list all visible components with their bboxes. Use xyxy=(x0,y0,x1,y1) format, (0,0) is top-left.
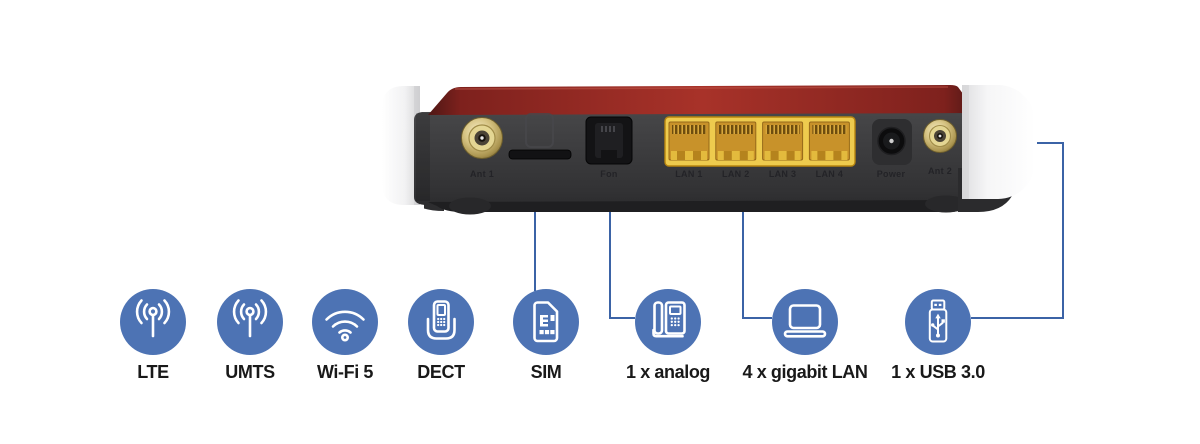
feature-label: 1 x USB 3.0 xyxy=(891,362,985,382)
router-left-cap xyxy=(382,86,420,205)
feature-row: LTE UMTS Wi-Fi 5 xyxy=(120,289,986,382)
connector-lan xyxy=(742,196,772,319)
port-label-ant2: Ant 2 xyxy=(928,166,952,176)
rubber-foot-left xyxy=(449,197,491,215)
lan-port-4 xyxy=(808,121,850,161)
feature-analog: 1 x analog xyxy=(626,289,710,382)
feature-usb3: 1 x USB 3.0 xyxy=(891,289,986,382)
lan-port-3 xyxy=(762,121,804,161)
rubber-foot-right xyxy=(925,195,967,213)
feature-label: 4 x gigabit LAN xyxy=(742,362,867,382)
router-red-band xyxy=(428,85,977,115)
feature-gigabit-lan: 4 x gigabit LAN xyxy=(742,289,868,382)
port-label-ant1: Ant 1 xyxy=(470,169,494,179)
feature-wifi5: Wi-Fi 5 xyxy=(312,289,378,382)
laptop-icon xyxy=(783,304,827,338)
wifi-icon xyxy=(325,310,365,342)
port-label-lan2: LAN 2 xyxy=(722,169,750,179)
feature-label: 1 x analog xyxy=(626,362,710,382)
feature-label: LTE xyxy=(137,362,169,382)
usb-stick-icon xyxy=(928,299,948,343)
antenna-connector-2 xyxy=(923,119,957,153)
connector-analog xyxy=(609,196,635,319)
antenna-connector-1 xyxy=(461,117,503,159)
fon-port xyxy=(585,116,633,165)
red-band-highlight xyxy=(454,86,949,90)
lan-port-2 xyxy=(715,121,757,161)
cellular-antenna-icon xyxy=(135,299,171,338)
port-label-lan1: LAN 1 xyxy=(675,169,703,179)
feature-lte: LTE xyxy=(120,289,186,382)
feature-umts: UMTS xyxy=(217,289,283,382)
connector-lines xyxy=(534,142,1064,319)
sim-emblem xyxy=(525,113,554,148)
power-jack xyxy=(872,119,912,165)
feature-label: UMTS xyxy=(225,362,275,382)
feature-sim: SIM xyxy=(513,289,579,382)
cordless-phone-icon xyxy=(426,300,456,340)
feature-label: SIM xyxy=(531,362,562,382)
lan-port-block xyxy=(664,116,856,167)
desk-phone-icon xyxy=(652,301,686,338)
connector-usb xyxy=(971,142,1064,319)
feature-dect: DECT xyxy=(408,289,474,382)
sim-slot xyxy=(508,149,572,160)
router-rear-view: Ant 1 Fon LAN 1 LAN 2 LAN 3 LAN 4 Power … xyxy=(382,85,1035,215)
lan-port-1 xyxy=(668,121,710,161)
body-left-shade xyxy=(416,113,430,201)
router-right-cap xyxy=(962,85,1035,199)
port-label-power: Power xyxy=(877,169,906,179)
sim-card-icon xyxy=(533,301,559,343)
port-label-lan4: LAN 4 xyxy=(816,169,844,179)
right-cap-shade xyxy=(962,85,969,199)
feature-circle xyxy=(772,289,838,355)
feature-label: DECT xyxy=(417,362,465,382)
feature-circle xyxy=(635,289,701,355)
port-label-lan3: LAN 3 xyxy=(769,169,797,179)
router-bottom-face xyxy=(428,200,972,212)
feature-label: Wi-Fi 5 xyxy=(317,362,373,382)
port-labels: Ant 1 Fon LAN 1 LAN 2 LAN 3 LAN 4 Power … xyxy=(470,166,952,179)
port-label-fon: Fon xyxy=(600,169,617,179)
cellular-antenna-icon xyxy=(232,299,268,338)
